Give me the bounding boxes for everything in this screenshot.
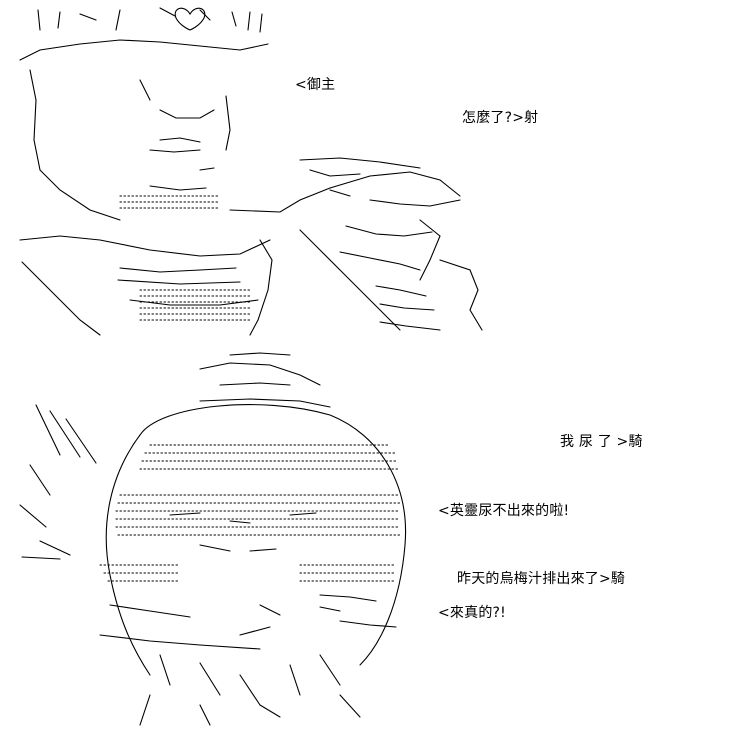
panel-1: <御主 怎麼了?>射 <box>0 0 744 345</box>
panel-2: 我 尿 了 >騎 <英靈尿不出來的啦! 昨天的烏梅汁排出來了>騎 <來真的?! <box>0 345 744 733</box>
dialogue-line-rider-1: 我 尿 了 >騎 <box>560 434 643 450</box>
dialogue-line-reply-1: <英靈尿不出來的啦! <box>438 503 570 519</box>
dialogue-line-rider-2: 昨天的烏梅汁排出來了>騎 <box>457 571 626 587</box>
ascii-art-round-helmet-figure <box>0 345 744 733</box>
dialogue-line-archer: 怎麼了?>射 <box>462 110 539 126</box>
ascii-art-figure-with-raised-hand <box>0 0 744 345</box>
dialogue-line-reply-2: <來真的?! <box>438 605 506 621</box>
dialogue-line-master: <御主 <box>295 77 336 93</box>
